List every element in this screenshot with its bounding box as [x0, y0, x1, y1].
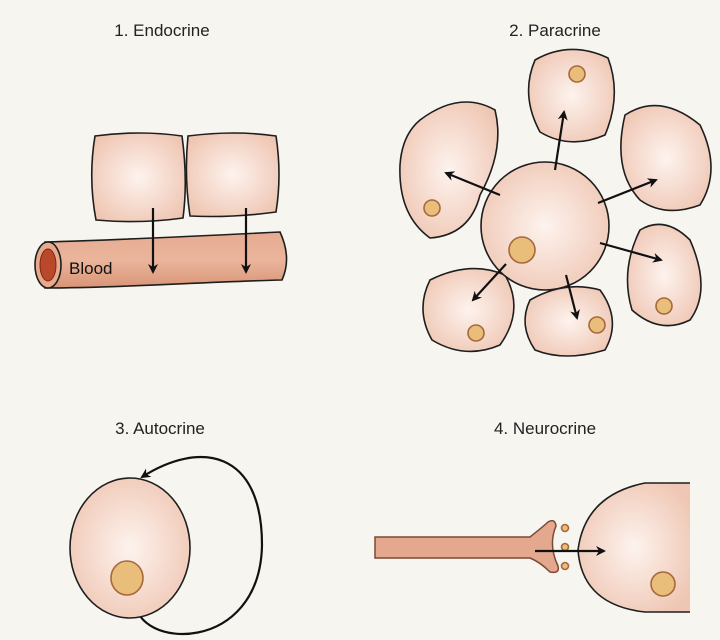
paracrine-title: 2. Paracrine: [509, 21, 601, 40]
secretion-arrow: [553, 110, 568, 171]
autocrine-title: 3. Autocrine: [115, 419, 205, 438]
target-cell: [577, 482, 690, 613]
endocrine-cell-left: [90, 132, 187, 223]
endocrine-cell-right: [185, 132, 280, 218]
vesicle: [560, 523, 570, 533]
secretion-arrow: [599, 241, 663, 263]
nucleus: [508, 236, 536, 264]
vesicle: [560, 542, 570, 552]
blood-label: Blood: [69, 259, 112, 278]
secretion-arrow: [444, 171, 501, 197]
nucleus: [650, 571, 676, 597]
nucleus: [110, 560, 144, 596]
secretion-arrow: [597, 178, 658, 205]
endocrine-title: 1. Endocrine: [114, 21, 209, 40]
neighbor-cell: [626, 223, 702, 327]
secretion-arrow: [471, 263, 507, 302]
autocrine-panel: 3. Autocrine: [69, 419, 264, 636]
neighbor-cell: [524, 285, 614, 357]
neurocrine-panel: 4. Neurocrine: [374, 419, 690, 613]
autocrine-loop-arrow: [133, 456, 264, 636]
neighbor-cell: [527, 48, 616, 143]
vesicle: [560, 561, 570, 571]
blood-vessel: [44, 231, 288, 289]
neurocrine-title: 4. Neurocrine: [494, 419, 596, 438]
endocrine-panel: 1. Endocrine Blood: [34, 21, 288, 289]
autocrine-cell: [69, 477, 191, 619]
neighbor-cell: [422, 267, 515, 353]
axon-terminal: [374, 519, 560, 574]
neighbor-cell: [620, 104, 712, 212]
paracrine-panel: 2. Paracrine: [399, 21, 712, 357]
secretion-arrow: [564, 274, 580, 320]
